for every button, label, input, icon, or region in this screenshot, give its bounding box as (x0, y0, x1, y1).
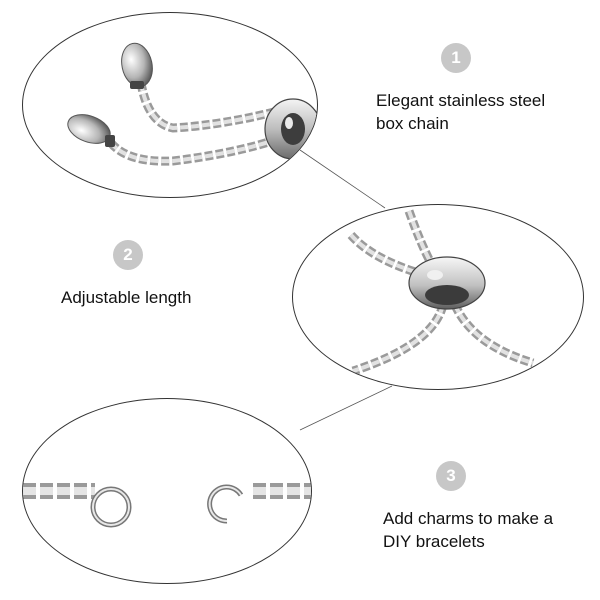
detail-slider-bead (292, 204, 584, 390)
feature-badge-2: 2 (113, 240, 143, 270)
slider-bead-icon (408, 256, 486, 310)
jump-ring-icon (207, 484, 244, 524)
jump-ring-icon (90, 486, 132, 528)
feature-2-text: Adjustable length (61, 288, 192, 307)
slider-bead-icon (264, 98, 317, 160)
feature-3-text-line-1: Add charms to make a (383, 509, 554, 528)
feature-badge-1: 1 (441, 43, 471, 73)
chain-strand (351, 303, 448, 376)
detail-jump-rings (22, 398, 312, 584)
jump-rings-illustration (23, 483, 311, 528)
feature-1-text-line-2: box chain (376, 114, 449, 133)
steel-bead-icon (121, 42, 153, 89)
chain-strand (347, 231, 427, 280)
chain-strand (450, 303, 535, 368)
feature-1-text-line-1: Elegant stainless steel (376, 91, 546, 110)
detail-chain-ends (22, 12, 318, 198)
leader-line-2 (299, 385, 393, 431)
slider-illustration (347, 209, 535, 376)
feature-badge-3: 3 (436, 461, 466, 491)
feature-3-text-line-2: DIY bracelets (383, 532, 485, 551)
chain-ends-illustration (67, 42, 317, 166)
steel-bead-icon (67, 114, 115, 147)
